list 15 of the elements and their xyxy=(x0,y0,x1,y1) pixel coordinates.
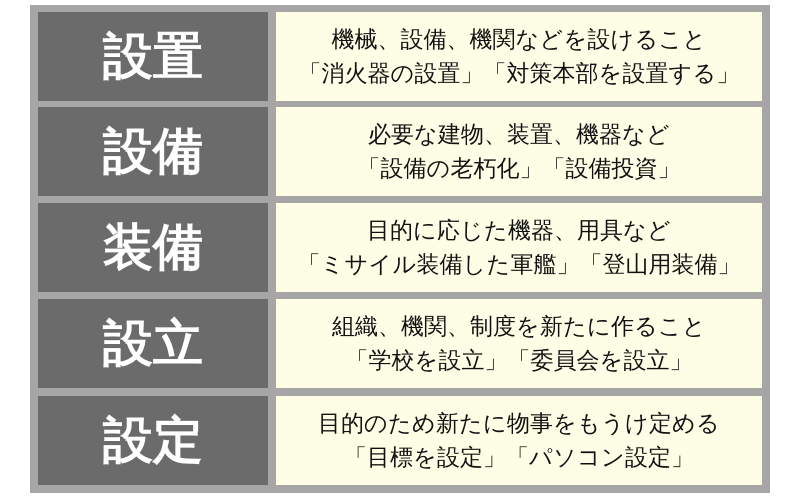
term-cell: 設立 xyxy=(38,299,268,388)
definition-text: 機械、設備、機関などを設けること xyxy=(332,26,706,54)
term-cell: 設置 xyxy=(38,12,268,101)
definition-text: 目的のため新たに物事をもうけ定める xyxy=(318,410,720,438)
definition-text: 目的に応じた機器、用具など xyxy=(367,216,671,246)
example-text: 「学校を設立」「委員会を設立」 xyxy=(346,346,692,376)
example-text: 「設備の老朽化」「設備投資」 xyxy=(358,154,680,184)
example-text: 「ミサイル装備した軍艦」「登山用装備」 xyxy=(298,250,740,280)
example-text: 「目標を設定」「パソコン設定」 xyxy=(344,444,694,472)
definition-text: 必要な建物、装置、機器など xyxy=(368,120,670,150)
term-cell: 設備 xyxy=(38,107,268,196)
term-cell: 装備 xyxy=(38,203,268,292)
term-cell: 設定 xyxy=(38,396,268,485)
definition-text: 組織、機関、制度を新たに作ること xyxy=(332,312,706,342)
example-text: 「消火器の設置」「対策本部を設置する」 xyxy=(298,60,740,88)
